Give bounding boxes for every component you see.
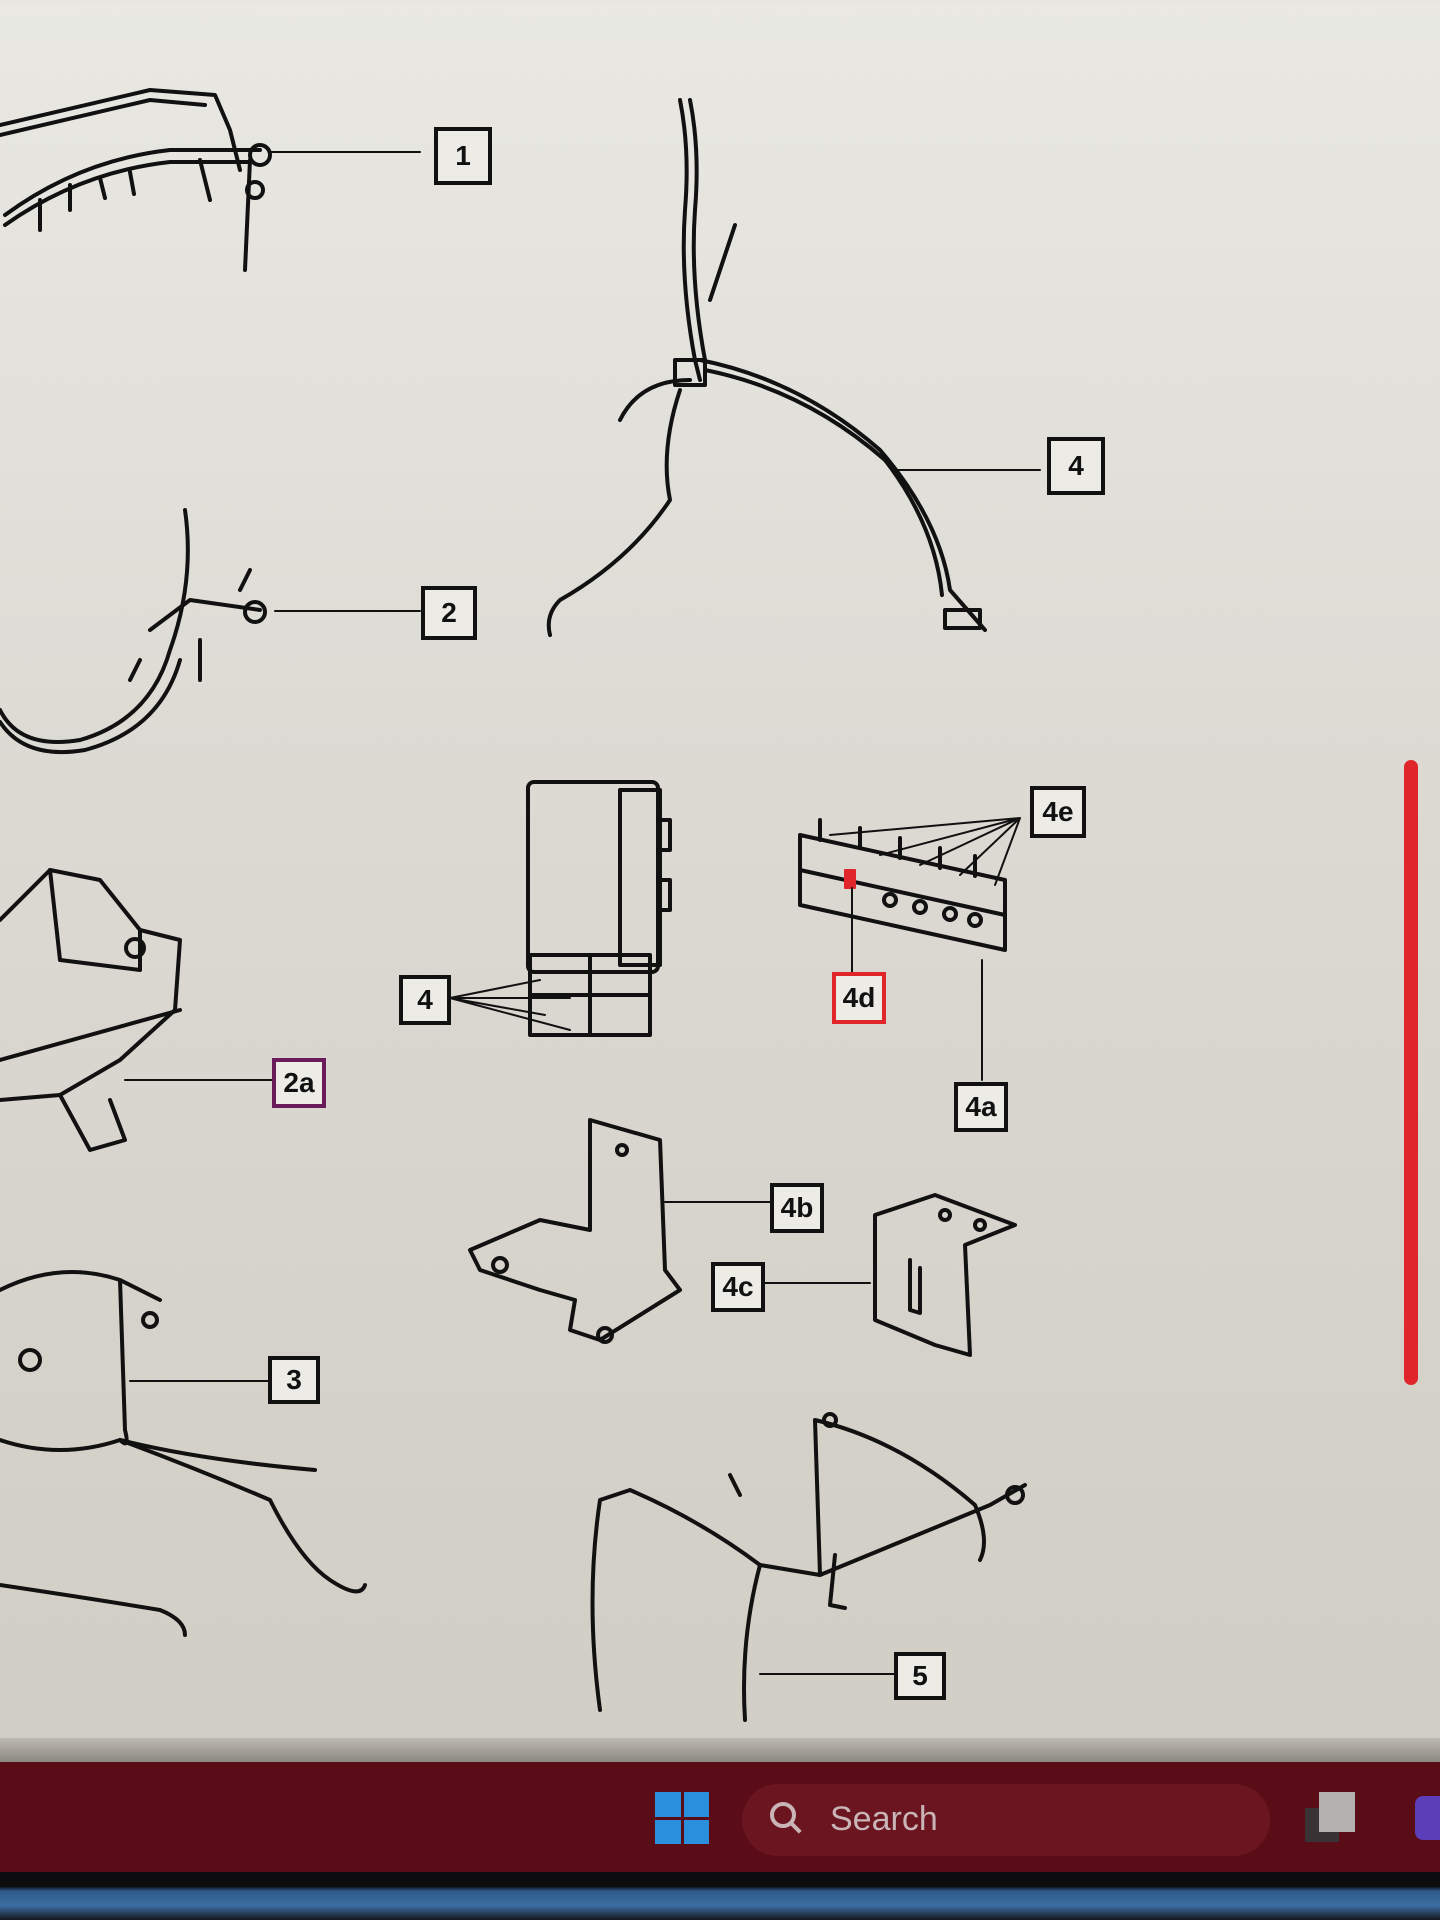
callout-5[interactable]: 5 — [894, 1652, 946, 1700]
leader-4e — [829, 817, 1021, 886]
taskbar-search-box[interactable]: Search — [742, 1784, 1270, 1856]
callout-4b[interactable]: 4b — [770, 1183, 824, 1233]
harness-1-drawing — [0, 88, 272, 272]
task-view-icon[interactable] — [1305, 1792, 1361, 1842]
callout-2a[interactable]: 2a — [272, 1058, 326, 1108]
callout-4a[interactable]: 4a — [954, 1082, 1008, 1132]
taskbar: Search — [0, 1762, 1440, 1872]
callout-4[interactable]: 4 — [1047, 437, 1105, 495]
window-bottom-edge — [0, 1738, 1440, 1762]
relay-2a-drawing — [0, 868, 182, 1152]
bracket-4b-drawing — [468, 1118, 682, 1344]
callout-4e[interactable]: 4e — [1030, 786, 1086, 838]
leader-4f — [449, 979, 571, 1031]
taskbar-app-icon[interactable] — [1415, 1796, 1440, 1840]
callout-1[interactable]: 1 — [434, 127, 492, 185]
search-placeholder: Search — [830, 1800, 938, 1838]
scrollbar[interactable] — [1404, 760, 1418, 1385]
callout-2[interactable]: 2 — [421, 586, 477, 640]
search-icon — [770, 1802, 796, 1828]
callout-4d[interactable]: 4d — [832, 972, 886, 1024]
harness-3-drawing — [0, 1270, 367, 1637]
harness-5-drawing — [590, 1412, 1027, 1722]
windows-start-icon[interactable] — [655, 1792, 709, 1844]
fuse-block-drawing — [798, 818, 1007, 952]
callout-4c[interactable]: 4c — [711, 1262, 765, 1312]
callout-4f[interactable]: 4 — [399, 975, 451, 1025]
harness-4-drawing — [546, 98, 987, 637]
parts-diagram — [0, 88, 1041, 1722]
monitor-bezel — [0, 1872, 1440, 1920]
bracket-4c-drawing — [873, 1193, 1017, 1357]
module-4-drawing — [526, 780, 672, 1037]
harness-2-drawing — [0, 508, 267, 755]
callout-3[interactable]: 3 — [268, 1356, 320, 1404]
